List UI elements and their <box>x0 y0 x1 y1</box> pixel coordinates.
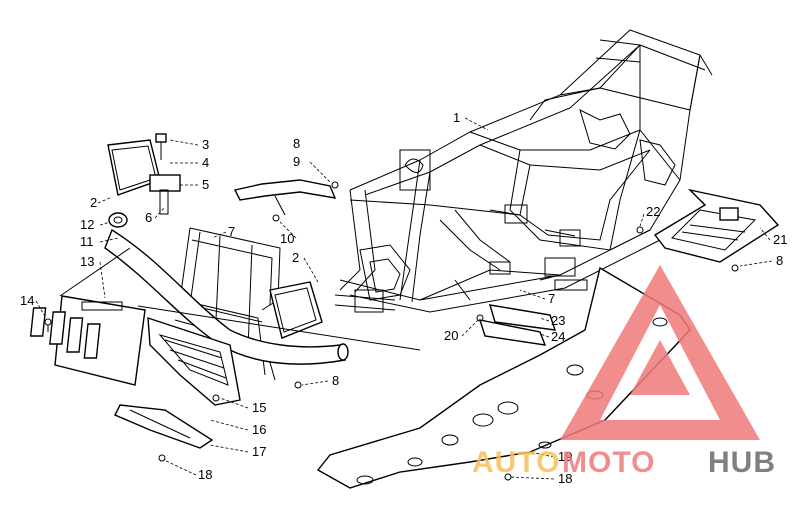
callout-c8b: 8 <box>332 373 339 388</box>
skid-pad-24 <box>478 319 547 346</box>
callout-c1: 1 <box>453 110 460 125</box>
leader-lines <box>35 117 773 480</box>
callout-c8a: 8 <box>293 136 300 151</box>
automotohub-watermark: AUTO MOTO HUB <box>472 265 776 479</box>
callout-c6: 6 <box>145 210 152 225</box>
callout-c11: 11 <box>80 234 94 249</box>
callout-c23: 23 <box>551 313 565 328</box>
callout-c4: 4 <box>202 155 209 170</box>
front-skid-mesh <box>147 317 241 406</box>
callout-c7b: 7 <box>548 291 555 306</box>
grommet <box>108 212 128 228</box>
callout-c2b: 2 <box>292 250 299 265</box>
callout-c7a: 7 <box>228 224 235 239</box>
right-footrest <box>653 188 780 263</box>
callout-c18a: 18 <box>198 467 212 482</box>
callout-c10: 10 <box>280 231 294 246</box>
callout-c21: 21 <box>773 232 787 247</box>
callout-c16: 16 <box>252 422 266 437</box>
callout-c3: 3 <box>202 137 209 152</box>
callout-c8c: 8 <box>776 253 783 268</box>
callout-c2a: 2 <box>90 195 97 210</box>
callout-c19: 19 <box>558 449 572 464</box>
watermark-hub: HUB <box>708 446 776 479</box>
callout-c22: 22 <box>646 204 660 219</box>
callout-c14: 14 <box>20 293 34 308</box>
front-tube <box>104 228 349 365</box>
front-bumper <box>174 227 281 381</box>
callout-c20: 20 <box>444 328 458 343</box>
upper-bracket <box>233 179 337 216</box>
callout-c17: 17 <box>252 444 266 459</box>
callout-c18b: 18 <box>558 471 572 486</box>
watermark-triangle-logo <box>560 265 760 440</box>
grille-plate <box>29 295 146 386</box>
headlight-left <box>107 139 181 196</box>
callout-c12: 12 <box>80 217 94 232</box>
fasteners <box>44 181 739 481</box>
bolt-top <box>155 133 167 160</box>
callout-c9: 9 <box>293 154 300 169</box>
skid-pad-23 <box>489 304 557 331</box>
watermark-auto: AUTO <box>472 446 560 479</box>
headlight-right <box>269 281 323 339</box>
lower-skid-bracket <box>114 404 214 449</box>
callout-c24: 24 <box>551 329 565 344</box>
watermark-moto: MOTO <box>562 446 655 479</box>
callout-c13: 13 <box>80 254 94 269</box>
watermark-triangle-inner <box>630 340 690 395</box>
callout-c15: 15 <box>252 400 266 415</box>
callout-c5: 5 <box>202 177 209 192</box>
main-frame <box>334 29 713 313</box>
